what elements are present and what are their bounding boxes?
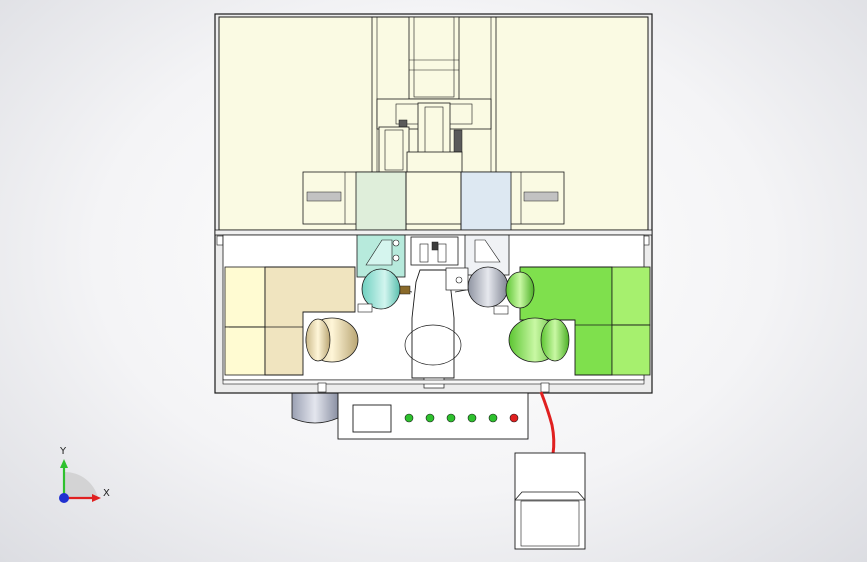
y-axis-label: Y bbox=[59, 446, 67, 457]
grey-mount-assembly[interactable] bbox=[464, 234, 510, 308]
indicator-light-5 bbox=[488, 413, 498, 423]
indicator-light-6 bbox=[509, 413, 519, 423]
indicator-light-1 bbox=[404, 413, 414, 423]
center-left-bracket[interactable] bbox=[355, 171, 407, 231]
center-spindle[interactable] bbox=[357, 236, 509, 389]
base-rail bbox=[222, 379, 645, 393]
power-cable bbox=[539, 391, 556, 455]
center-right-bracket[interactable] bbox=[460, 171, 512, 231]
control-panel[interactable] bbox=[337, 392, 529, 440]
indicator-light-4 bbox=[467, 413, 477, 423]
axis-triad[interactable]: X Y bbox=[59, 446, 110, 503]
indicator-light-2 bbox=[425, 413, 435, 423]
display-screen[interactable] bbox=[352, 404, 392, 433]
teal-mount-assembly[interactable] bbox=[356, 234, 406, 310]
indicator-light-3 bbox=[446, 413, 456, 423]
power-box[interactable] bbox=[514, 452, 586, 550]
indicator-lights bbox=[404, 413, 519, 423]
right-motor-block[interactable] bbox=[505, 266, 651, 376]
cylinder-foot[interactable] bbox=[291, 392, 339, 424]
x-axis-label: X bbox=[103, 488, 110, 499]
upper-housing[interactable] bbox=[218, 16, 649, 231]
left-motor-block[interactable] bbox=[224, 266, 359, 376]
